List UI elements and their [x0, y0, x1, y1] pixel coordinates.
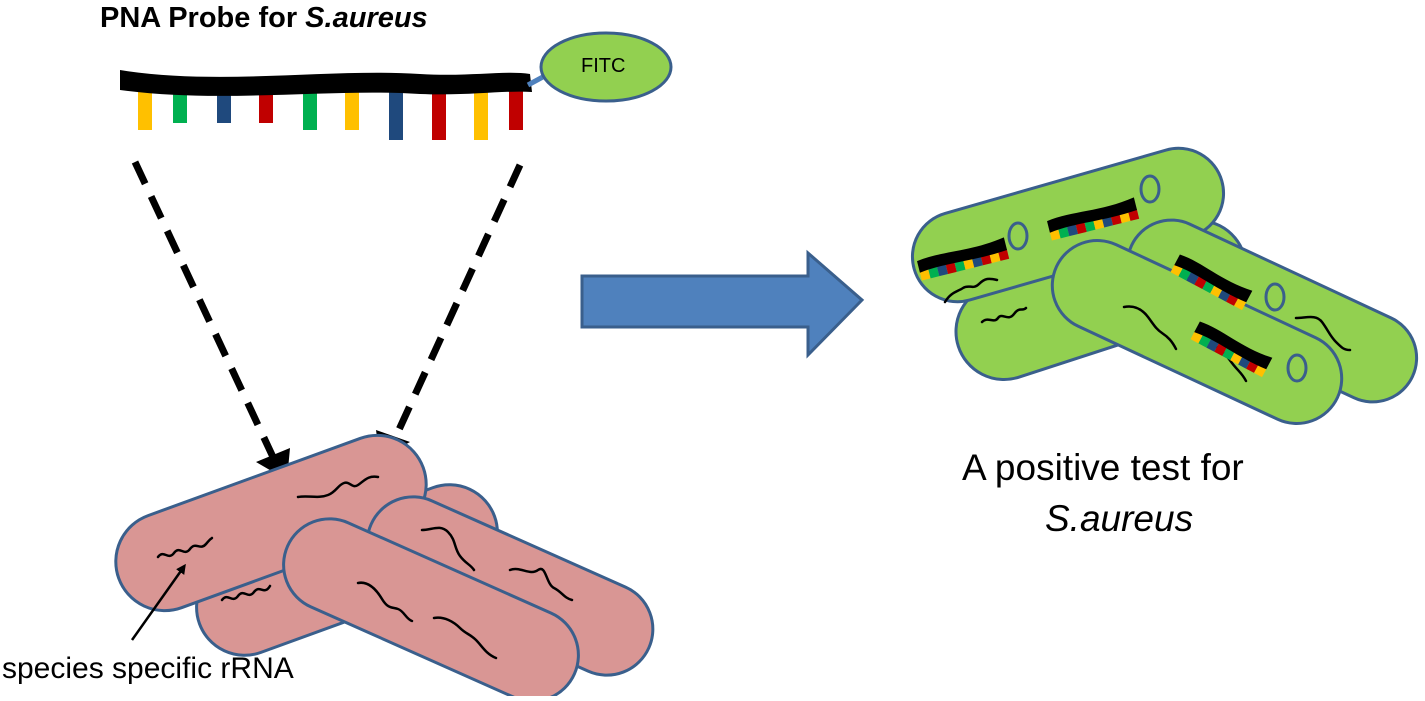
fitc-label: FITC [581, 55, 626, 77]
bound-probes [917, 197, 1273, 378]
bound-probe-base [954, 259, 966, 272]
probe-title: PNA Probe for S.aureus [100, 2, 428, 35]
positive-label-line2: S.aureus [1045, 498, 1194, 539]
pink-cell [282, 517, 580, 701]
probe-base [345, 84, 359, 130]
bound-probe [1170, 254, 1253, 311]
bound-probe-backbone [917, 237, 1008, 273]
probe-base [389, 84, 403, 140]
bound-probe [1047, 197, 1140, 241]
bound-probe-backbone [1047, 197, 1138, 233]
negative-cells [114, 433, 655, 701]
bound-probe-base [936, 264, 949, 277]
bound-probe-base [945, 262, 957, 274]
bound-probe-backbone [1194, 321, 1273, 370]
fitc-tag [539, 31, 673, 103]
probe-base [474, 84, 488, 140]
rrna-pointer [130, 563, 186, 641]
bound-probe-base [1066, 224, 1079, 237]
green-rrna-squiggles [943, 277, 1352, 383]
bound-probe-base [1058, 226, 1070, 239]
bound-probe [1190, 321, 1273, 378]
cell-ends [1007, 174, 1308, 383]
rrna-squiggles [156, 475, 574, 660]
pna-probe [120, 31, 673, 140]
probe-base [138, 84, 152, 130]
bound-probe-base [1075, 222, 1087, 234]
bound-probe-base [1084, 219, 1096, 232]
probe-base [509, 84, 523, 130]
bound-probe-base [1206, 338, 1220, 352]
dashed-arrow-right [388, 163, 524, 447]
bound-probe-base [1093, 217, 1105, 230]
positive-label-line1: A positive test for [962, 447, 1244, 488]
bound-probe-backbone [1174, 254, 1253, 303]
bound-probe-base [928, 266, 940, 279]
probe-base [303, 84, 317, 130]
dashed-arrow-left [131, 160, 284, 474]
bound-probe-base [963, 257, 975, 270]
bound-probe-base [1186, 271, 1200, 285]
probe-base [432, 84, 446, 140]
transition-arrow [580, 249, 865, 359]
probe-backbone [120, 70, 532, 96]
probe-title-prefix: PNA Probe for [100, 2, 306, 34]
probe-title-organism: S.aureus [305, 2, 428, 34]
rrna-label: species specific rRNA [2, 652, 294, 685]
bound-probe [917, 237, 1010, 281]
positive-cells [910, 146, 1419, 425]
